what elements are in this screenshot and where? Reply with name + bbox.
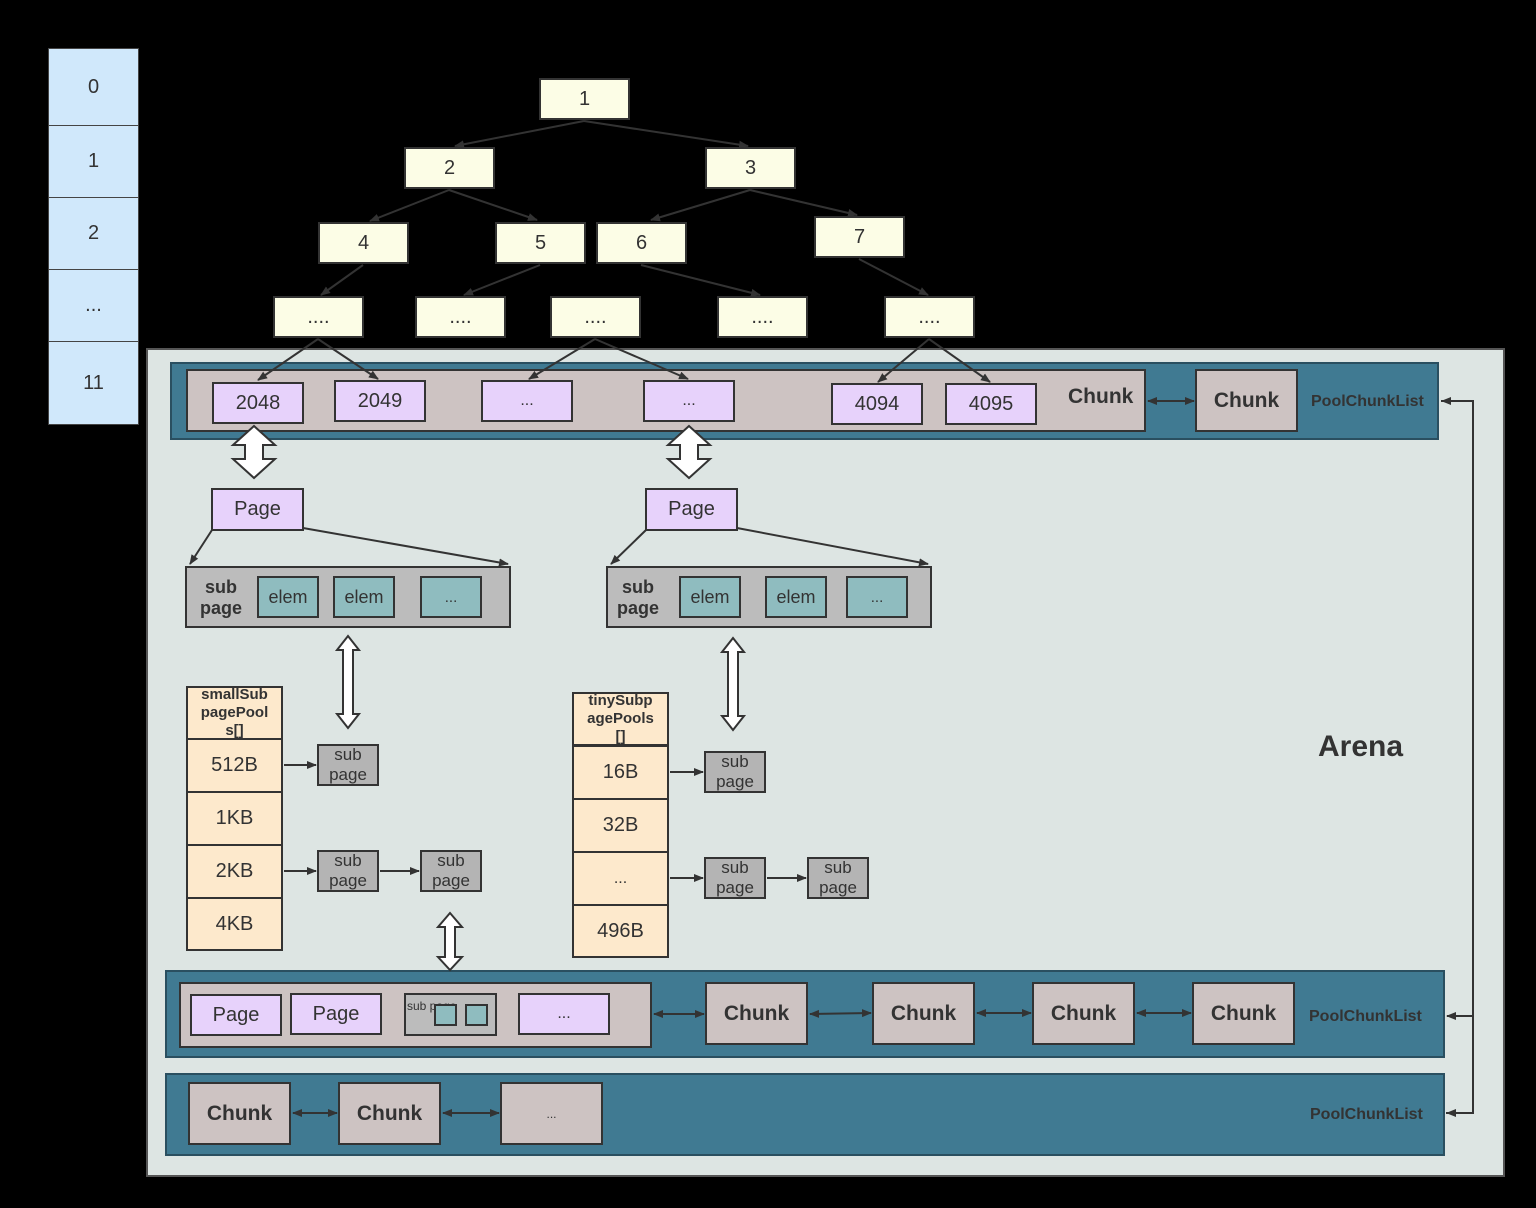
tree-edge [257, 338, 319, 381]
depth-cell-3: ... [48, 269, 139, 342]
double-arrow-icon [230, 424, 278, 480]
tiny-pool-row-ellipsis: ... [572, 851, 669, 906]
small-pool-row-4kb: 4KB [186, 897, 283, 951]
page-edge [302, 527, 509, 567]
tree-node-dots: .... [273, 296, 364, 338]
chunk-box: Chunk [1195, 369, 1298, 432]
chunk-box: Chunk [1192, 982, 1295, 1045]
elem-ellipsis: ... [420, 576, 482, 618]
depth-cell-11: 11 [48, 341, 139, 425]
tree-edge [858, 258, 929, 296]
depth-cell-2: 2 [48, 197, 139, 270]
tree-edge [448, 189, 538, 221]
page-edge [736, 527, 929, 567]
chunk-box: Chunk [705, 982, 808, 1045]
chunk-label: Chunk [1068, 385, 1134, 408]
page-edge [189, 529, 213, 565]
double-arrow-icon [435, 911, 465, 972]
page-box-ellipsis: ... [518, 993, 610, 1035]
page-box: Page [190, 994, 282, 1036]
page-box-right: Page [645, 488, 738, 531]
tiny-pool-row-496b: 496B [572, 904, 669, 958]
tree-edge [454, 120, 585, 149]
elem-box: elem [333, 576, 395, 618]
chunk-link [809, 1009, 872, 1018]
page-cell-2048: 2048 [212, 382, 304, 424]
chunk-box: Chunk [1032, 982, 1135, 1045]
tree-node-5: 5 [495, 222, 586, 264]
tree-edge [877, 338, 930, 383]
depth-cell-1: 1 [48, 125, 139, 198]
page-cell-4094: 4094 [831, 383, 923, 425]
small-pool-row-512b: 512B [186, 738, 283, 793]
tree-node-6: 6 [596, 222, 687, 264]
tree-node-7: 7 [814, 216, 905, 258]
pool-chunk-list-label: PoolChunkList [1309, 1008, 1422, 1025]
page-cell-4095: 4095 [945, 383, 1037, 425]
tree-edge [749, 189, 858, 217]
chunk-box: Chunk [188, 1082, 291, 1145]
elem-box: elem [679, 576, 741, 618]
page-cell-ellipsis: ... [481, 380, 573, 422]
chunk-box: Chunk [338, 1082, 441, 1145]
pool-chunk-list-label: PoolChunkList [1310, 1106, 1423, 1123]
tree-edge [528, 338, 596, 380]
page-box-left: Page [211, 488, 304, 531]
tree-edge [369, 189, 450, 222]
tree-edge [650, 189, 751, 222]
tree-edge [594, 338, 689, 380]
double-arrow-icon [719, 636, 747, 732]
tree-edge [583, 120, 749, 149]
double-arrow-icon [334, 634, 362, 730]
tree-node-4: 4 [318, 222, 409, 264]
elem-mini [465, 1004, 488, 1026]
tree-node-2: 2 [404, 147, 495, 189]
pool-chunk-list-link [1441, 400, 1474, 1114]
chunk-box: Chunk [872, 982, 975, 1045]
page-box: Page [290, 993, 382, 1035]
elem-ellipsis: ... [846, 576, 908, 618]
chunk-box-ellipsis: ... [500, 1082, 603, 1145]
tree-edge [463, 264, 541, 296]
tree-node-1: 1 [539, 78, 630, 120]
elem-box: elem [765, 576, 827, 618]
depth-cell-0: 0 [48, 48, 139, 126]
arena-label: Arena [1318, 730, 1404, 763]
page-cell-2049: 2049 [334, 380, 426, 422]
small-pool-row-2kb: 2KB [186, 844, 283, 899]
tree-edge [320, 264, 364, 296]
tree-node-dots: .... [550, 296, 641, 338]
elem-mini [434, 1004, 457, 1026]
tree-node-dots: .... [415, 296, 506, 338]
page-cell-ellipsis: ... [643, 380, 735, 422]
tree-node-3: 3 [705, 147, 796, 189]
pool-chunk-list-label: PoolChunkList [1311, 393, 1424, 410]
tree-edge [317, 338, 379, 380]
elem-box: elem [257, 576, 319, 618]
tree-edge [928, 338, 991, 383]
double-arrow-icon [665, 424, 713, 480]
page-edge [610, 529, 647, 565]
tree-node-dots: .... [717, 296, 808, 338]
tree-edge [640, 264, 761, 297]
tree-node-dots: .... [884, 296, 975, 338]
